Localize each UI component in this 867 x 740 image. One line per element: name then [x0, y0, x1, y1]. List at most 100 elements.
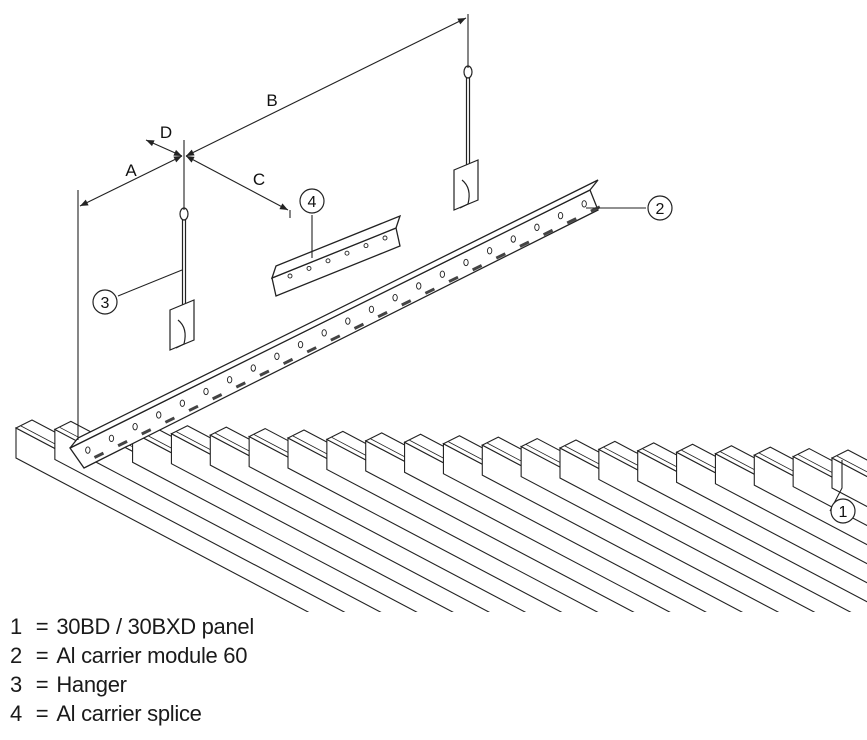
carrier-slot — [542, 228, 554, 237]
dimension-a-arrowhead — [173, 156, 182, 163]
dimension-a-line — [79, 155, 183, 207]
callout-number: 3 — [101, 295, 110, 312]
splice-hole — [306, 265, 312, 271]
slat-side — [714, 452, 867, 565]
splice-hole — [344, 250, 350, 256]
carrier-slot — [448, 275, 459, 283]
legend-separator: = — [35, 643, 49, 668]
carrier-hole — [368, 305, 375, 314]
dimension-b — [185, 17, 467, 157]
legend-separator: = — [35, 672, 49, 697]
carrier-slot — [424, 287, 436, 295]
slat-side — [831, 457, 867, 508]
legend-number: 3 — [10, 672, 22, 697]
carrier-slot — [117, 440, 128, 448]
legend-item: 2 = Al carrier module 60 — [10, 641, 254, 670]
carrier-slot — [212, 393, 223, 401]
callout-number: 4 — [308, 194, 317, 211]
carrier-splice — [270, 214, 402, 297]
carrier-slot — [566, 217, 577, 225]
dimension-d-arrowhead — [173, 149, 182, 156]
callout-leader — [117, 269, 183, 297]
callout-4: 4 — [299, 188, 325, 258]
carrier-slot — [519, 240, 530, 248]
slat-flange — [830, 449, 867, 478]
carrier-slot — [164, 416, 176, 424]
callout-circle — [299, 188, 325, 214]
carrier-slot — [401, 299, 412, 307]
carrier-hole — [297, 340, 304, 349]
dimension-d-arrowhead — [146, 140, 155, 147]
dimension-c-arrowhead — [186, 156, 195, 163]
dimension-b-arrowhead — [457, 18, 466, 25]
legend-number: 2 — [10, 643, 22, 668]
dimension-a — [79, 155, 183, 207]
dimension-label-b: B — [266, 91, 277, 110]
panel-slats — [14, 419, 867, 612]
callout-2: 2 — [586, 195, 673, 221]
carrier-hole — [203, 387, 209, 396]
carrier-slot — [330, 334, 341, 342]
carrier-slot — [353, 322, 365, 330]
splice-hole — [287, 273, 293, 279]
carrier-hole — [250, 364, 256, 372]
carrier-slot — [306, 346, 317, 354]
legend-text: Al carrier splice — [56, 701, 202, 726]
carrier-hole — [534, 223, 540, 231]
splice-hole — [363, 243, 369, 249]
carrier-hole — [226, 376, 233, 384]
carrier-hole — [416, 282, 422, 290]
dimension-b-arrowhead — [186, 149, 195, 156]
carrier-hole — [557, 211, 564, 220]
carrier-hole — [274, 352, 280, 360]
carrier-slot — [495, 252, 506, 260]
carrier-hole — [85, 446, 91, 454]
splice-top — [270, 214, 402, 280]
legend-item: 4 = Al carrier splice — [10, 699, 254, 728]
callout-number: 1 — [839, 504, 848, 521]
carrier-hole — [156, 411, 162, 419]
dimension-d — [145, 139, 183, 157]
legend-number: 1 — [10, 614, 22, 639]
carrier-hole — [345, 317, 351, 325]
callout-1: 1 — [829, 460, 856, 524]
dimension-a-arrowhead — [80, 199, 89, 206]
dimension-label-d: D — [160, 123, 172, 142]
carrier-hole — [179, 399, 186, 407]
dimension-c — [185, 155, 289, 211]
legend: 1 =30BD / 30BXD panel 2 =Al carrier modu… — [10, 612, 254, 728]
hanger-hook — [459, 179, 470, 209]
carrier-slot — [235, 381, 246, 389]
dimension-c-arrowhead — [279, 203, 288, 210]
legend-separator: = — [35, 701, 49, 726]
callouts: 1 2 3 4 — [92, 188, 856, 524]
carrier-hole — [321, 329, 327, 337]
callout-circle — [92, 289, 118, 315]
legend-separator: = — [35, 614, 49, 639]
carrier-slot — [282, 357, 294, 366]
hangers — [169, 65, 479, 351]
carrier-hole — [463, 258, 469, 267]
carrier-hole — [392, 294, 398, 302]
hanger — [453, 65, 479, 211]
dimension-label-a: A — [125, 161, 137, 180]
callout-3: 3 — [92, 269, 183, 315]
dimension-b-line — [185, 17, 467, 157]
callout-number: 2 — [656, 201, 665, 218]
legend-text: Hanger — [56, 672, 127, 697]
carrier-slot — [377, 311, 388, 319]
carrier-top — [69, 179, 599, 449]
carrier-hole — [510, 235, 516, 243]
hanger-hook — [175, 319, 186, 349]
carrier-slot — [141, 428, 152, 436]
legend-item: 3 = Hanger — [10, 670, 254, 699]
carrier-slot — [259, 369, 270, 377]
carrier-slot — [472, 264, 483, 272]
legend-number: 4 — [10, 701, 22, 726]
carrier-hole — [439, 270, 446, 278]
legend-text: Al carrier module 60 — [56, 643, 248, 668]
carrier-hole — [108, 434, 115, 443]
splice-hole — [382, 235, 388, 241]
